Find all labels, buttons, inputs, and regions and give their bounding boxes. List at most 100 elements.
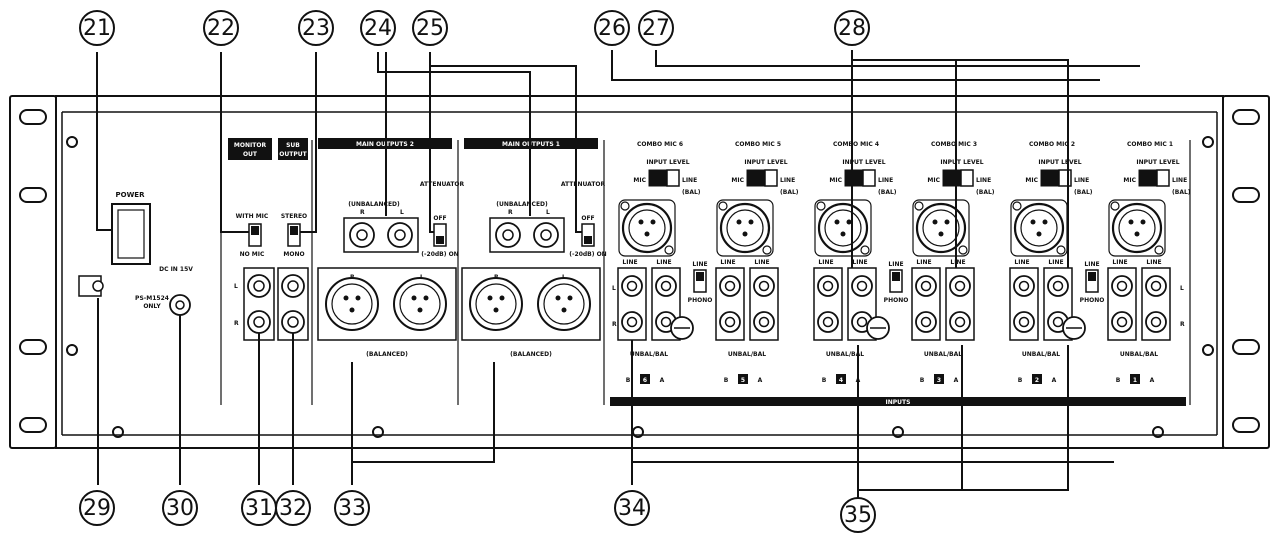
- bal-label: (BAL): [976, 189, 995, 196]
- line-jack-label: LINE: [1146, 259, 1161, 266]
- channel-number-badge: [640, 374, 650, 384]
- channel-name: COMBO MIC 6: [637, 141, 683, 148]
- callout-30: 30: [162, 490, 198, 526]
- a-label: A: [954, 377, 959, 384]
- rack-ear-right: [1222, 95, 1270, 449]
- monitor-out-label-2: OUT: [243, 151, 258, 158]
- line-jack-label: LINE: [656, 259, 671, 266]
- callout-circle: [79, 10, 115, 46]
- callout-29: 29: [79, 490, 115, 526]
- sub-output-label-1: SUB: [286, 142, 300, 149]
- callout-26: 26: [594, 10, 630, 46]
- line-jack-label: LINE: [950, 259, 965, 266]
- channel-name: COMBO MIC 5: [735, 141, 781, 148]
- ps-model-label-2: ONLY: [143, 303, 161, 310]
- callout-number: 25: [416, 16, 444, 41]
- row-r-label: R: [1180, 321, 1185, 328]
- input-level-label: INPUT LEVEL: [842, 159, 885, 166]
- with-mic-label: WITH MIC: [236, 213, 269, 220]
- callout-circle: [594, 10, 630, 46]
- callout-33: 33: [334, 490, 370, 526]
- mono-label: MONO: [283, 251, 304, 258]
- callout-number: 30: [166, 496, 194, 521]
- line-jack-label: LINE: [852, 259, 867, 266]
- channel-name: COMBO MIC 1: [1127, 141, 1173, 148]
- mic-label: MIC: [731, 177, 744, 184]
- input-level-label: INPUT LEVEL: [1136, 159, 1179, 166]
- callout-circle: [834, 10, 870, 46]
- callout-number: 33: [338, 496, 366, 521]
- callout-circle: [203, 10, 239, 46]
- input-level-switch[interactable]: [648, 169, 668, 187]
- callout-34: 34: [614, 490, 650, 526]
- main1-attenuator-label: ATTENUATOR: [561, 181, 606, 188]
- input-level-label: INPUT LEVEL: [646, 159, 689, 166]
- callout-circle: [162, 490, 198, 526]
- input-level-switch[interactable]: [1040, 169, 1060, 187]
- bal-label: (BAL): [682, 189, 701, 196]
- monitor-sub-section: WITH MIC NO MIC STEREO MONO L R: [234, 213, 309, 341]
- line-jack-label: LINE: [1112, 259, 1127, 266]
- phono-label: PHONO: [688, 297, 713, 304]
- callout-circle: [412, 10, 448, 46]
- row-l-label: L: [1180, 285, 1184, 292]
- line-level-label: LINE: [1074, 177, 1089, 184]
- line-jack-label: LINE: [720, 259, 735, 266]
- a-label: A: [1150, 377, 1155, 384]
- line-jack-label: LINE: [818, 259, 833, 266]
- channel-number: 3: [937, 377, 941, 384]
- phono-line-label: LINE: [888, 261, 903, 268]
- callout-circle: [79, 490, 115, 526]
- chassis-body: [55, 95, 1224, 449]
- input-level-switch[interactable]: [746, 169, 766, 187]
- inputs-label: INPUTS: [886, 399, 911, 406]
- line-jack-label: LINE: [622, 259, 637, 266]
- main1-r-label: R: [508, 209, 513, 216]
- callout-number: 29: [83, 496, 111, 521]
- callout-number: 22: [207, 16, 235, 41]
- phono-line-label: LINE: [1084, 261, 1099, 268]
- bal-label: (BAL): [1172, 189, 1191, 196]
- input-level-switch[interactable]: [1138, 169, 1158, 187]
- main2-on-label: (-20dB) ON: [421, 251, 458, 258]
- channel-number: 5: [741, 377, 745, 384]
- b-label: B: [920, 377, 925, 384]
- monitor-out-label-1: MONITOR: [234, 142, 267, 149]
- bal-label: (BAL): [1074, 189, 1093, 196]
- channel-number: 6: [643, 377, 647, 384]
- monitor-l-label: L: [234, 283, 238, 290]
- unbal-bal-label: UNBAL/BAL: [728, 351, 766, 358]
- channel-number-badge: [836, 374, 846, 384]
- main2-mode-label: (UNBALANCED): [348, 201, 400, 208]
- mic-label: MIC: [927, 177, 940, 184]
- main-outputs-section: (UNBALANCED) R L ATTENUATOR OFF (-20dB) …: [317, 181, 607, 358]
- input-level-label: INPUT LEVEL: [744, 159, 787, 166]
- input-level-switch[interactable]: [844, 169, 864, 187]
- sub-output-label-2: OUTPUT: [279, 151, 307, 158]
- phono-label: PHONO: [1080, 297, 1105, 304]
- rack-ear-left: [9, 95, 57, 449]
- callout-number: 24: [364, 16, 392, 41]
- callout-circle: [614, 490, 650, 526]
- callout-number: 31: [245, 496, 273, 521]
- unbal-bal-label: UNBAL/BAL: [924, 351, 962, 358]
- monitor-r-label: R: [234, 320, 239, 327]
- b-label: B: [1116, 377, 1121, 384]
- callout-number: 34: [618, 496, 646, 521]
- unbal-bal-label: UNBAL/BAL: [1120, 351, 1158, 358]
- callout-32: 32: [275, 490, 311, 526]
- line-level-label: LINE: [878, 177, 893, 184]
- line-level-label: LINE: [1172, 177, 1187, 184]
- callout-number: 32: [279, 496, 307, 521]
- input-level-label: INPUT LEVEL: [940, 159, 983, 166]
- input-level-switch[interactable]: [942, 169, 962, 187]
- callout-number: 35: [844, 503, 872, 528]
- line-level-label: LINE: [780, 177, 795, 184]
